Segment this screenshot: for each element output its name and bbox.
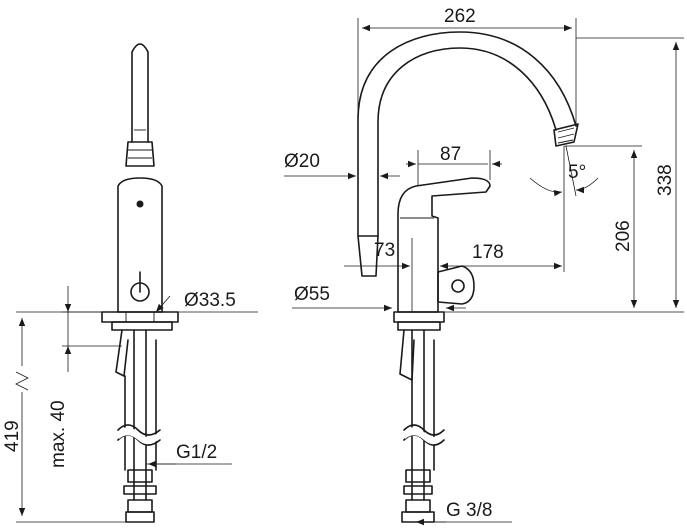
height-206-label: 206 bbox=[613, 220, 634, 252]
front-view bbox=[101, 43, 179, 523]
angle-5-label: 5° bbox=[568, 162, 586, 183]
offset-73-label: 73 bbox=[374, 240, 395, 261]
max-40-label: max. 40 bbox=[48, 400, 69, 468]
front-view-dimensions: Ø33.5 max. 40 419 G1/2 bbox=[2, 286, 258, 523]
thread-g12-label: G1/2 bbox=[176, 442, 217, 463]
total-419-label: 419 bbox=[2, 420, 23, 452]
height-338-label: 338 bbox=[655, 164, 676, 196]
diameter-33-5-label: Ø33.5 bbox=[184, 290, 236, 311]
width-262-label: 262 bbox=[444, 6, 476, 27]
thread-g38-label: G 3/8 bbox=[446, 500, 492, 521]
diameter-55-label: Ø55 bbox=[294, 284, 330, 305]
side-view-dimensions: 262 338 206 5° Ø20 87 73 178 bbox=[284, 6, 684, 526]
side-view bbox=[357, 31, 579, 523]
diameter-20-label: Ø20 bbox=[284, 151, 320, 172]
offset-87-label: 87 bbox=[440, 144, 461, 165]
reach-178-label: 178 bbox=[472, 242, 504, 263]
